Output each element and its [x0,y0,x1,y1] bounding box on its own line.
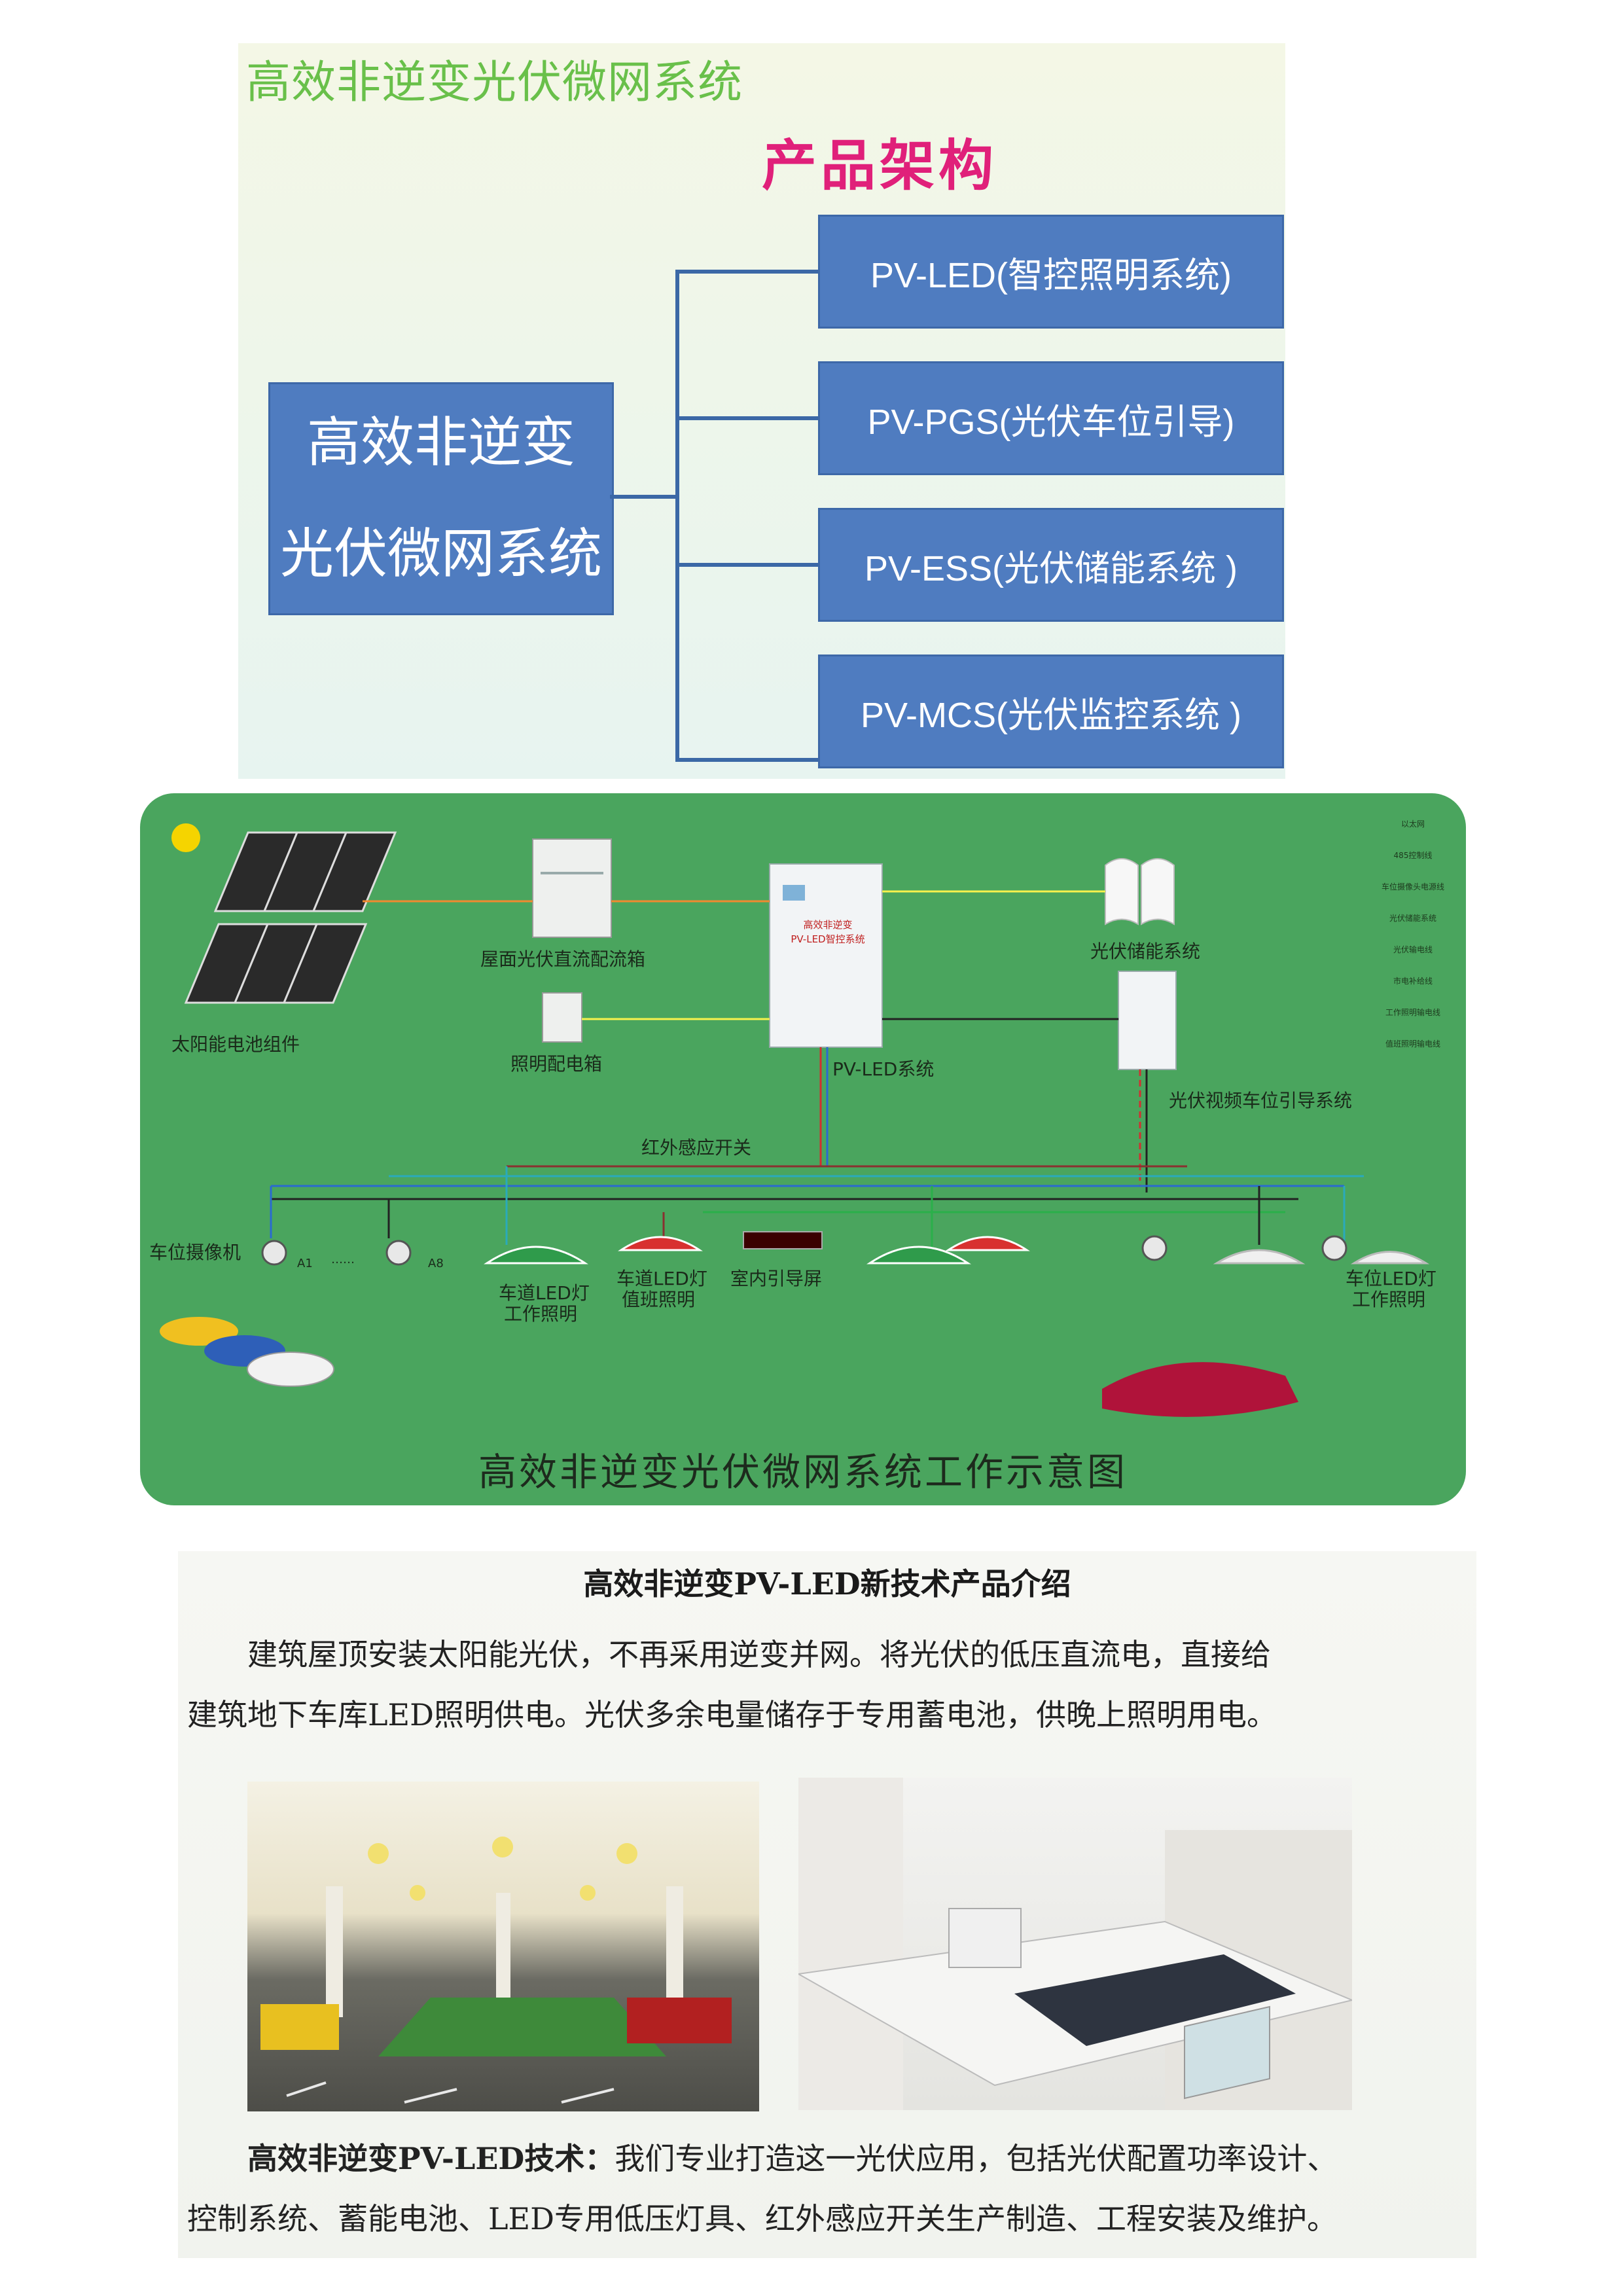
legend-item: 值班照明输电线 [1385,1039,1440,1049]
intro-heading: 高效非逆变PV-LED新技术产品介绍 [583,1566,1071,1602]
solar-panel-icon [184,831,397,1004]
sun-icon [171,823,200,852]
intro-paragraph-1: 建筑屋顶安装太阳能光伏，不再采用逆变并网。将光伏的低压直流电，直接给 建筑地下车… [187,1624,1470,1745]
dc-box-icon [532,838,612,938]
diagram-caption: 高效非逆变光伏微网系统工作示意图 [478,1450,1128,1494]
storage-label: 光伏储能系统 [1090,941,1201,962]
para1-line2: 建筑地下车库LED照明供电。光伏多余电量储存于专用蓄电池，供晚上照明用电。 [187,1697,1277,1732]
lane-work-label-1: 车道LED灯 [499,1282,590,1304]
connector-branch-2 [675,416,818,420]
connector-vertical [675,270,679,762]
space-led-label-1: 车位LED灯 [1346,1268,1436,1289]
ir-switch-label: 红外感应开关 [641,1137,752,1158]
para2-line2: 控制系统、蓄能电池、LED专用低压灯具、红外感应开关生产制造、工程安装及维护。 [187,2201,1338,2236]
diagram-graphics [160,823,1430,1417]
connector-branch-3 [675,563,818,567]
architecture-subtitle: 产品架构 [762,133,998,198]
para2-line1-text: 我们专业打造这一光伏应用，包括光伏配置功率设计、 [615,2141,1338,2176]
guidance-label: 光伏视频车位引导系统 [1169,1090,1353,1111]
legend-item: 光伏储能系统 [1389,914,1436,923]
pvled-label: PV-LED系统 [832,1058,935,1080]
system-diagram: 太阳能电池组件 屋面光伏直流配流箱 照明配电箱 高效非逆变 PV-LED智控系统… [140,793,1466,1505]
lane-work-label-2: 工作照明 [504,1303,578,1325]
pvled-cabinet-line2: PV-LED智控系统 [791,933,865,945]
solar-label: 太阳能电池组件 [171,1033,300,1055]
legend-item: 车位摄像头电源线 [1381,882,1444,891]
architecture-panel: 高效非逆变光伏微网系统 产品架构 高效非逆变 光伏微网系统 PV-LED(智控照… [238,43,1285,779]
connector-branch-1 [675,270,818,274]
para2-bold-lead: 高效非逆变PV-LED技术： [247,2141,615,2176]
legend-item: 工作照明输电线 [1385,1008,1440,1017]
architecture-title: 高效非逆变光伏微网系统 [246,57,743,109]
legend-item: 光伏输电线 [1393,945,1433,954]
module-box-pv-mcs: PV-MCS(光伏监控系统 ) [818,655,1284,768]
lighting-box-label: 照明配电箱 [510,1053,603,1075]
indoor-screen-icon [743,1231,823,1249]
main-system-box: 高效非逆变 光伏微网系统 [268,382,614,615]
connector-horizontal-main [610,495,678,499]
guidance-cabinet-icon [1118,971,1177,1070]
garage-photo [247,1782,759,2111]
legend-item: 以太网 [1400,819,1425,829]
space-led-label-2: 工作照明 [1352,1289,1426,1310]
lane-duty-label-2: 值班照明 [622,1289,696,1310]
pvled-cabinet-line1: 高效非逆变 [803,919,853,931]
legend-item: 485控制线 [1393,851,1433,860]
car-icons [160,1317,1298,1417]
a8-label: A8 [428,1257,444,1270]
dc-box-label: 屋面光伏直流配流箱 [480,948,646,970]
legend-item: 市电补给线 [1393,977,1433,986]
para1-line1: 建筑屋顶安装太阳能光伏，不再采用逆变并网。将光伏的低压直流电，直接给 [247,1637,1271,1672]
indoor-screen-label: 室内引导屏 [730,1268,823,1289]
main-box-line2: 光伏微网系统 [279,524,602,584]
lighting-box-icon [542,992,582,1043]
connector-branch-4 [675,758,818,762]
module-box-pv-led: PV-LED(智控照明系统) [818,215,1284,329]
lane-duty-label-1: 车道LED灯 [616,1268,707,1289]
module-box-pv-ess: PV-ESS(光伏储能系统 ) [818,508,1284,622]
module-box-pv-pgs: PV-PGS(光伏车位引导) [818,361,1284,475]
main-box-line1: 高效非逆变 [306,413,575,473]
intro-paragraph-2: 高效非逆变PV-LED技术：我们专业打造这一光伏应用，包括光伏配置功率设计、 控… [187,2128,1470,2249]
a1-label: A1 [297,1257,313,1270]
dots-label: …… [331,1253,355,1266]
camera-icons [261,1235,1347,1266]
rooftop-photo [798,1778,1352,2110]
intro-panel: 高效非逆变PV-LED新技术产品介绍 建筑屋顶安装太阳能光伏，不再采用逆变并网。… [178,1551,1476,2258]
lane-lamp-icons [484,1236,1430,1265]
para2-line1: 高效非逆变PV-LED技术：我们专业打造这一光伏应用，包括光伏配置功率设计、 [187,2128,1470,2189]
camera-label: 车位摄像机 [149,1242,241,1263]
storage-icon [1105,858,1175,925]
